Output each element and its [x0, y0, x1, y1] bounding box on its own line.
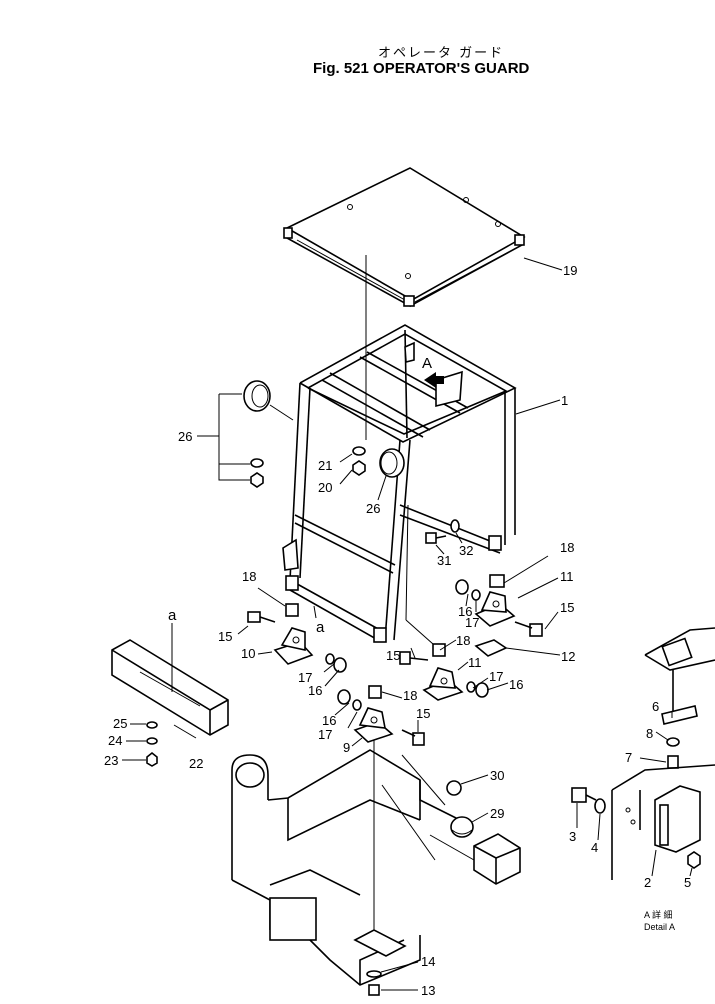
callout-16-c: 16 — [308, 683, 322, 698]
callout-19: 19 — [563, 263, 577, 278]
callout-10: 10 — [241, 646, 255, 661]
callout-18-c: 18 — [456, 633, 470, 648]
lower-chassis — [231, 749, 521, 986]
callout-4: 4 — [591, 840, 598, 855]
bump-stop-30 — [446, 774, 489, 796]
section-marker-a-cover: a — [168, 607, 177, 624]
callout-26-left: 26 — [178, 429, 192, 444]
callout-1: 1 — [561, 393, 568, 408]
section-marker-a-frame: a — [316, 619, 325, 636]
callout-14: 14 — [421, 954, 435, 969]
callout-13: 13 — [421, 983, 435, 998]
callout-25: 25 — [113, 716, 127, 731]
callout-15-b: 15 — [218, 629, 232, 644]
callout-18-d: 18 — [403, 688, 417, 703]
mount-bracket-11-upper — [455, 574, 543, 657]
detail-a — [571, 627, 715, 880]
mount-bracket-9 — [325, 653, 425, 950]
leader-lines — [173, 257, 693, 877]
roof-panel — [283, 167, 526, 308]
callout-22: 22 — [189, 756, 203, 771]
callout-labels: 19 1 26 21 20 26 31 32 18 11 15 12 18 16… — [104, 263, 691, 998]
callout-16-a: 16 — [458, 604, 472, 619]
callout-31: 31 — [437, 553, 451, 568]
bolt-13-14 — [366, 961, 419, 996]
callout-26-right: 26 — [366, 501, 380, 516]
mount-bracket-10 — [247, 603, 314, 665]
callout-11-a: 11 — [560, 569, 574, 584]
work-lamp-left — [243, 380, 294, 421]
detail-a-label-en: Detail A — [644, 922, 675, 932]
view-marker-a: A — [422, 355, 432, 372]
guard-frame — [282, 255, 517, 643]
cover-22 — [111, 623, 229, 767]
callout-8: 8 — [646, 726, 653, 741]
callout-17-a: 17 — [465, 615, 479, 630]
callout-30: 30 — [490, 768, 504, 783]
callout-2: 2 — [644, 875, 651, 890]
bump-stop-29 — [450, 812, 489, 838]
callout-17-c: 17 — [489, 669, 503, 684]
callout-17-b: 17 — [298, 670, 312, 685]
callout-20: 20 — [318, 480, 332, 495]
callout-9: 9 — [343, 740, 350, 755]
figure-title: Fig. 521 OPERATOR'S GUARD — [313, 60, 530, 77]
mount-bracket-11-lower — [399, 643, 489, 701]
bolt-31-32 — [425, 519, 460, 544]
title-japanese: オペレータ ガード — [378, 46, 505, 61]
callout-15-a: 15 — [560, 600, 574, 615]
callout-16-d: 16 — [322, 713, 336, 728]
work-lamp-right — [379, 448, 405, 478]
callout-16-b: 16 — [509, 677, 523, 692]
callout-18-b: 18 — [242, 569, 256, 584]
callout-5: 5 — [684, 875, 691, 890]
callout-11-b: 11 — [468, 655, 482, 670]
callout-17-d: 17 — [318, 727, 332, 742]
callout-23: 23 — [104, 753, 118, 768]
callout-24: 24 — [108, 733, 122, 748]
callout-29: 29 — [490, 806, 504, 821]
callout-32: 32 — [459, 543, 473, 558]
callout-21: 21 — [318, 458, 332, 473]
callout-15-c: 15 — [386, 648, 400, 663]
callout-6: 6 — [652, 699, 659, 714]
lamp-washer-nut-stack — [197, 393, 366, 488]
detail-a-label-jp: A 詳 細 — [644, 909, 673, 920]
callout-12: 12 — [561, 649, 575, 664]
callout-3: 3 — [569, 829, 576, 844]
callout-15-d: 15 — [416, 706, 430, 721]
callout-7: 7 — [625, 750, 632, 765]
callout-18-a: 18 — [560, 540, 574, 555]
